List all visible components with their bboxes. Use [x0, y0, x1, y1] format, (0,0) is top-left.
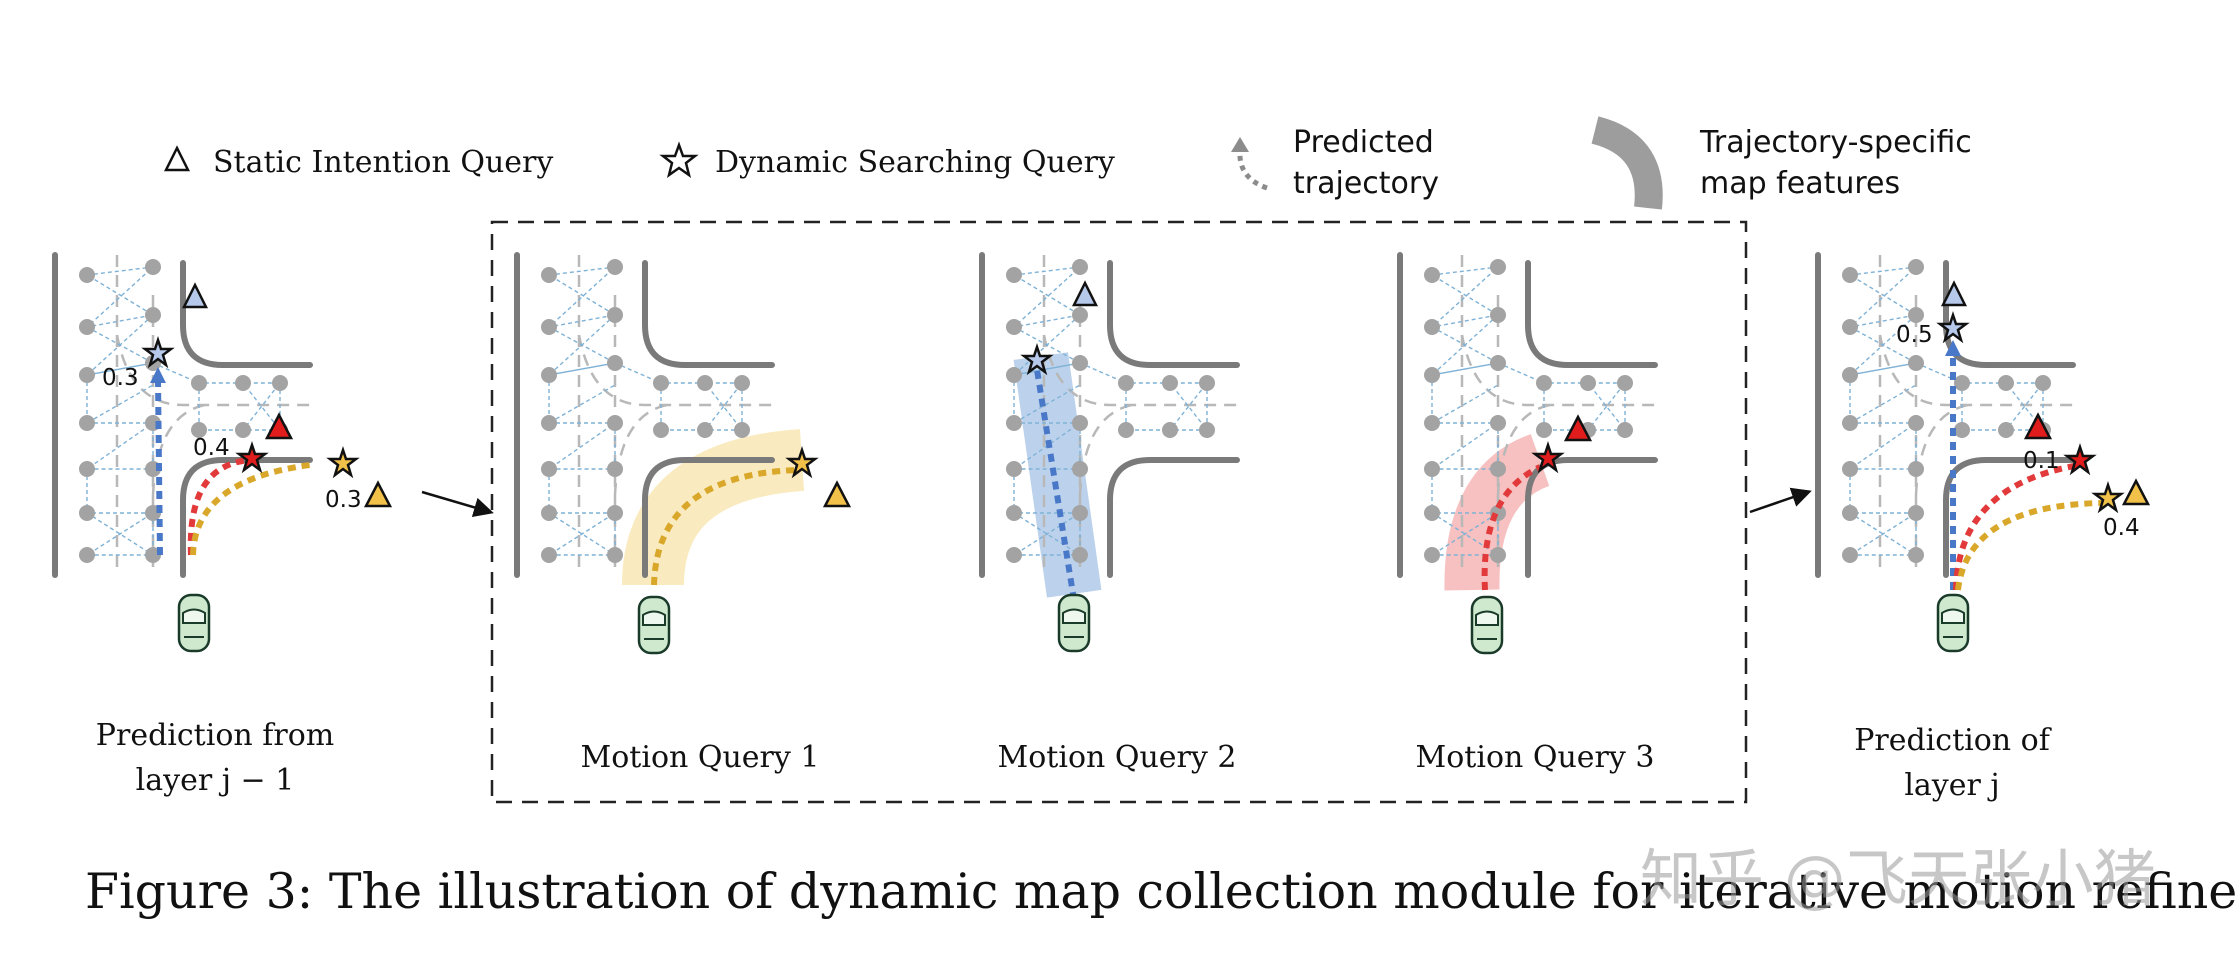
static-query-yellow-icon	[363, 480, 393, 508]
trajectory-red	[1953, 462, 2081, 591]
dynamic-query-yellow-icon	[326, 446, 360, 479]
legend-features-line1: Trajectory-specific	[1699, 125, 1972, 160]
prob-yellow: 0.3	[325, 487, 362, 513]
ego-car-icon	[177, 593, 211, 653]
panel-prediction-prev: 0.3 0.4 0.3	[55, 255, 393, 653]
legend-static-query: Static Intention Query	[213, 145, 553, 180]
prob-blue: 0.3	[102, 365, 139, 391]
panel2-label: Motion Query 1	[581, 740, 820, 775]
ego-car-icon	[1470, 595, 1504, 655]
prob-red: 0.1	[2023, 448, 2060, 474]
arrow-blue-icon	[1945, 340, 1961, 356]
dynamic-query-icon	[659, 141, 699, 178]
static-query-yellow-icon	[822, 480, 852, 508]
legend-predicted-line1: Predicted	[1293, 125, 1434, 160]
static-query-yellow-icon	[2121, 478, 2151, 506]
trajectory-yellow	[1955, 500, 2104, 591]
trajectory-blue	[1034, 369, 1077, 601]
map-feature-band-icon	[1591, 116, 1663, 210]
ego-car-icon	[1936, 593, 1970, 653]
static-query-blue-icon	[1071, 280, 1099, 307]
ego-car-icon	[1057, 593, 1091, 653]
figure-caption: Figure 3: The illustration of dynamic ma…	[85, 863, 2236, 920]
dynamic-query-red-icon	[1531, 441, 1565, 474]
panel1-label-line1: Prediction from	[96, 718, 334, 753]
ego-car-icon	[637, 595, 671, 655]
panel-prediction-cur: 0.5 0.1 0.4	[1818, 255, 2151, 653]
arrow-into-box	[421, 490, 494, 518]
legend-dynamic-query: Dynamic Searching Query	[715, 145, 1115, 180]
trajectory-red	[1481, 464, 1542, 591]
arrow-out-of-box	[1749, 487, 1812, 514]
trajectory-yellow	[651, 467, 798, 586]
dynamic-query-blue-icon	[141, 336, 175, 369]
map-feature-band-blue	[1013, 352, 1102, 598]
prob-red: 0.4	[193, 435, 230, 461]
panel-motion-query-4	[1400, 255, 1655, 655]
prob-blue: 0.5	[1896, 322, 1933, 348]
static-query-red-icon	[264, 412, 294, 440]
static-query-icon	[163, 145, 191, 172]
panel-motion-query-1	[517, 255, 852, 655]
dynamic-query-blue-icon	[1936, 311, 1970, 344]
map-feature-band-red	[1444, 434, 1551, 591]
dynamic-query-red-icon	[235, 441, 269, 474]
dynamic-query-red-icon	[2063, 443, 2097, 476]
panel5-label-line2: layer j	[1904, 768, 1999, 803]
trajectory-blue	[155, 379, 163, 556]
panel3-label: Motion Query 2	[998, 740, 1237, 775]
panel-motion-query-2	[982, 255, 1237, 653]
predicted-arrow-head-icon	[1231, 137, 1249, 152]
panel5-label-line1: Prediction of	[1854, 723, 2052, 758]
prob-yellow: 0.4	[2103, 515, 2140, 541]
legend-predicted-line2: trajectory	[1293, 166, 1439, 201]
trajectory-red	[187, 457, 251, 556]
panel1-label-line2: layer j − 1	[136, 763, 295, 798]
panel4-label: Motion Query 3	[1416, 740, 1655, 775]
arrow-blue-icon	[150, 367, 166, 383]
watermark: 知乎 @飞天张小猪	[1640, 842, 2156, 915]
static-query-blue-icon	[181, 282, 209, 309]
trajectory-yellow	[190, 462, 311, 556]
dynamic-query-blue-icon	[1020, 343, 1054, 376]
static-query-red-icon	[2023, 412, 2053, 440]
static-query-red-icon	[1563, 414, 1593, 442]
predicted-trajectory-icon	[1237, 149, 1268, 191]
dynamic-query-yellow-icon	[2091, 481, 2125, 514]
legend: Static Intention Query Dynamic Searching…	[163, 116, 1972, 210]
static-query-blue-icon	[1940, 280, 1968, 307]
map-feature-band-yellow	[622, 429, 805, 587]
dynamic-query-yellow-icon	[785, 446, 819, 479]
motion-query-box	[490, 220, 1748, 804]
legend-features-line2: map features	[1700, 166, 1900, 201]
